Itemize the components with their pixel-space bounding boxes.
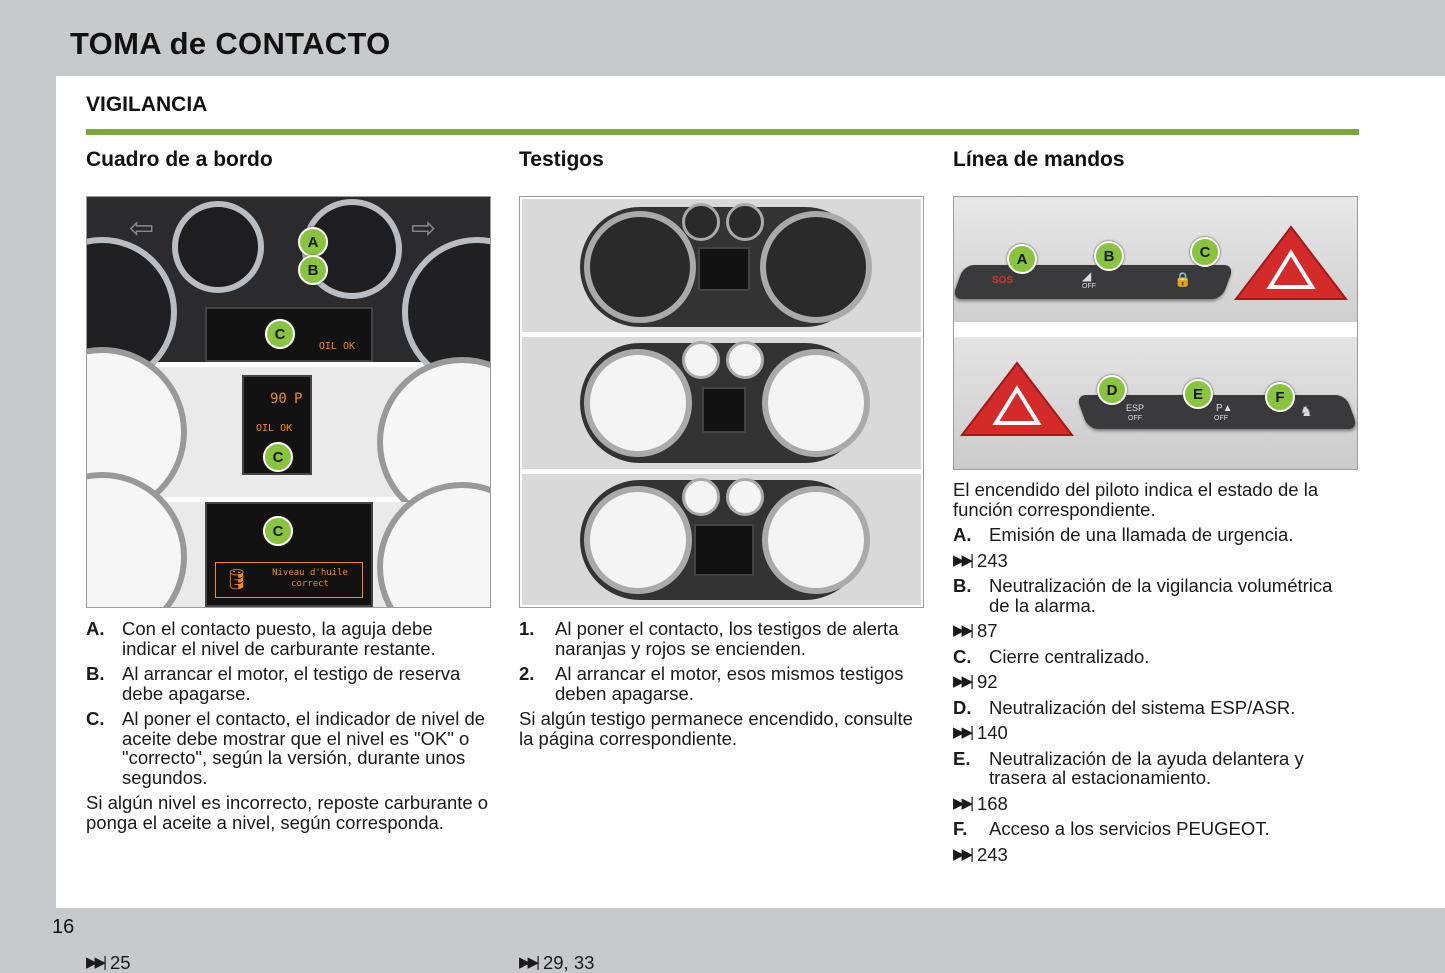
fast-forward-icon: ▶▶|	[953, 724, 974, 741]
list-item: E. Neutralización de la ayuda delantera …	[953, 747, 1304, 788]
label-e-badge: E	[1183, 379, 1213, 409]
oil-level-message-box: 🛢 Niveau d'huile correct	[215, 562, 363, 598]
list-item: D. Neutralización del sistema ESP/ASR.	[953, 696, 1296, 718]
control-strip-image: SOS ◢ OFF 🔒 A B C ESP OFF	[953, 196, 1358, 470]
off-label: OFF	[1128, 415, 1142, 422]
label-c-badge: C	[263, 516, 293, 546]
esp-label: ESP	[1126, 403, 1145, 413]
section-divider	[86, 129, 1359, 135]
alarm-icon: ◢	[1082, 269, 1092, 283]
cluster-display	[702, 387, 746, 433]
list-item: F. Acceso a los servicios PEUGEOT.	[953, 818, 1270, 839]
page-reference[interactable]: ▶▶| 92	[953, 671, 998, 692]
cluster-photo-1	[522, 199, 921, 332]
off-label: OFF	[1214, 415, 1228, 422]
list-item: B. Neutralización de la vigilancia volum…	[953, 575, 1333, 616]
dashboard-display: 🛢 Niveau d'huile correct	[205, 502, 373, 607]
fast-forward-icon: ▶▶|	[953, 845, 974, 863]
small-gauge-left	[172, 201, 264, 293]
page-reference[interactable]: ▶▶| 168	[953, 792, 1008, 814]
fast-forward-icon: ▶▶|	[953, 794, 974, 812]
left-turn-arrow-icon: ⇦	[129, 212, 155, 245]
page-reference[interactable]: ▶▶| 243	[953, 549, 1008, 571]
right-turn-arrow-icon: ⇨	[411, 212, 437, 245]
label-a-badge: A	[298, 227, 328, 257]
tachometer	[584, 349, 692, 457]
column-heading: Línea de mandos	[953, 148, 1125, 171]
speedometer	[760, 211, 872, 323]
speed-readout: 90	[270, 391, 287, 407]
control-strip-photo-1: SOS ◢ OFF 🔒 A B C	[954, 197, 1357, 322]
intro-paragraph: El encendido del piloto indica el estado…	[953, 479, 1319, 520]
cluster-photo-3	[522, 474, 921, 605]
note-paragraph: Si algún testigo permanece encendido, co…	[519, 708, 913, 749]
sos-label: SOS	[992, 275, 1014, 286]
hazard-warning-icon	[1233, 225, 1349, 300]
instrument-panel-image: OIL OK A B C ⇦ ⇨ 90 P OIL OK C	[86, 196, 491, 608]
list-item: A. Con el contacto puesto, la aguja debe…	[86, 618, 436, 659]
oil-ok-readout: OIL OK	[256, 423, 293, 434]
dashboard-photo-2: 90 P OIL OK C	[87, 347, 490, 527]
off-label: OFF	[1082, 283, 1096, 290]
page-reference[interactable]: ▶▶| 87	[953, 620, 998, 641]
list-item: 2. Al arrancar el motor, esos mismos tes…	[519, 663, 904, 704]
label-c-badge: C	[265, 319, 295, 349]
speedometer-partial	[377, 482, 490, 607]
label-b-badge: B	[1094, 241, 1124, 271]
page-reference[interactable]: ▶▶| 29, 33	[519, 952, 595, 973]
fast-forward-icon: ▶▶|	[86, 954, 107, 971]
cluster-photo-2	[522, 337, 921, 469]
page-reference[interactable]: ▶▶| 140	[953, 722, 1008, 743]
list-item: C. Al poner el contacto, el indicador de…	[86, 708, 486, 788]
list-item: B. Al arrancar el motor, el testigo de r…	[86, 663, 461, 704]
cluster-display	[694, 524, 754, 576]
oil-can-icon: 🛢	[224, 569, 250, 591]
hazard-warning-icon	[959, 361, 1075, 436]
speedometer	[762, 349, 870, 457]
fast-forward-icon: ▶▶|	[953, 622, 974, 639]
tachometer	[584, 211, 696, 323]
lock-icon: 🔒	[1174, 271, 1192, 287]
page-reference[interactable]: ▶▶| 243	[953, 843, 1008, 865]
column-text: 1. Al poner el contacto, los testigos de…	[519, 619, 924, 748]
column-text: A. Con el contacto puesto, la aguja debe…	[86, 619, 491, 832]
label-f-badge: F	[1265, 382, 1295, 412]
warning-lights-image	[519, 196, 924, 608]
label-d-badge: D	[1097, 375, 1127, 405]
section-title: VIGILANCIA	[86, 93, 208, 116]
column-instrument-panel: Cuadro de a bordo OIL OK A B C ⇦ ⇨	[86, 148, 491, 972]
column-heading: Testigos	[519, 148, 604, 171]
column-controls: Línea de mandos SOS ◢ OFF 🔒 A B C	[953, 148, 1358, 870]
fast-forward-icon: ▶▶|	[953, 551, 974, 569]
peugeot-services-icon: ♞	[1300, 403, 1313, 419]
oil-level-message: Niveau d'huile correct	[272, 568, 348, 589]
parking-sensor-icon: P▲	[1216, 403, 1233, 414]
label-c-badge: C	[263, 442, 293, 472]
speedometer	[762, 486, 870, 594]
content-sheet: VIGILANCIA Cuadro de a bordo OIL OK A B …	[56, 76, 1445, 972]
fast-forward-icon: ▶▶|	[953, 673, 974, 690]
page-reference[interactable]: ▶▶| 25	[86, 952, 131, 973]
column-warning-lights: Testigos	[519, 148, 924, 972]
gear-readout: P	[294, 391, 303, 407]
tachometer	[584, 486, 692, 594]
column-heading: Cuadro de a bordo	[86, 148, 273, 171]
page-title: TOMA de CONTACTO	[70, 26, 391, 61]
dashboard-photo-1: OIL OK A B C ⇦ ⇨	[87, 197, 490, 387]
note-paragraph: Si algún nivel es incorrecto, reposte ca…	[86, 792, 489, 833]
label-a-badge: A	[1007, 244, 1037, 274]
label-b-badge: B	[298, 255, 328, 285]
column-text: El encendido del piloto indica el estado…	[953, 480, 1358, 864]
cluster-display	[698, 247, 750, 291]
oil-ok-readout: OIL OK	[318, 341, 355, 352]
page-number: 16	[52, 916, 75, 938]
list-item: A. Emisión de una llamada de urgencia.	[953, 524, 1294, 545]
list-item: C. Cierre centralizado.	[953, 645, 1150, 667]
dashboard-photo-3: 🛢 Niveau d'huile correct C	[87, 472, 490, 607]
label-c-badge: C	[1190, 237, 1220, 267]
list-item: 1. Al poner el contacto, los testigos de…	[519, 618, 899, 659]
control-strip-photo-2: ESP OFF P▲ OFF ♞ D E F	[954, 337, 1357, 469]
fast-forward-icon: ▶▶|	[519, 954, 540, 971]
